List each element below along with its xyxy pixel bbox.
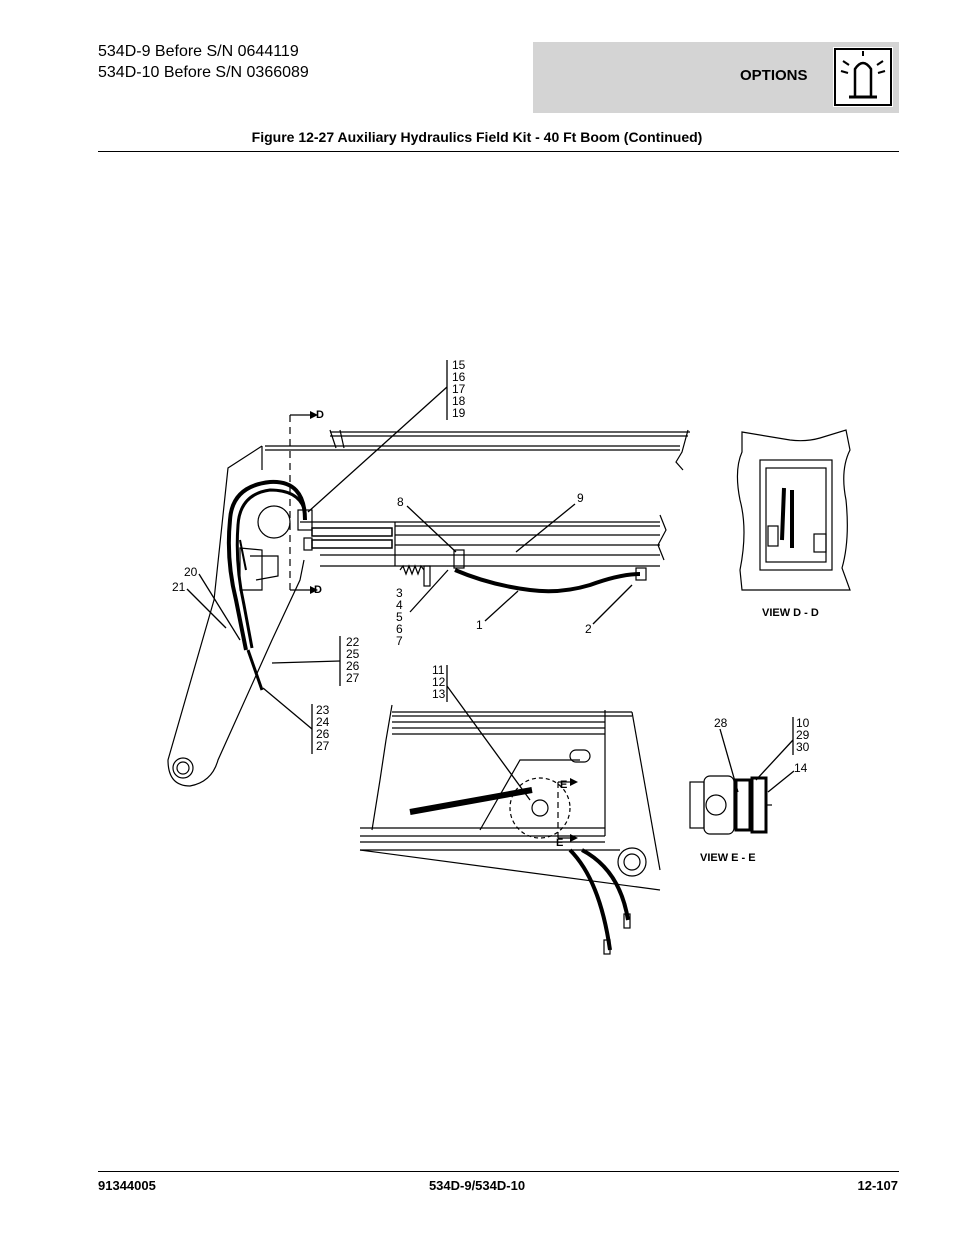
marker-d-top: D: [316, 409, 324, 421]
callout-26b: 26: [316, 727, 330, 741]
callout-26: 26: [346, 659, 360, 673]
callout-13: 13: [432, 687, 446, 701]
callout-14: 14: [794, 761, 808, 775]
callout-30: 30: [796, 740, 810, 754]
arrow-d-bottom: [310, 586, 318, 594]
arrow-e-top: [570, 778, 578, 786]
callout-4: 4: [396, 598, 403, 612]
marker-e-top: E: [560, 779, 567, 791]
callout-29: 29: [796, 728, 810, 742]
footer-rule: [98, 1171, 899, 1172]
callout-27b: 27: [316, 739, 330, 753]
footer-doc-number: 91344005: [98, 1178, 156, 1193]
model-line-1: 534D-9 Before S/N 0644119: [98, 43, 299, 60]
callout-11: 11: [432, 663, 445, 677]
callout-1: 1: [476, 618, 483, 632]
callout-3: 3: [396, 586, 403, 600]
callout-15: 15: [452, 358, 466, 372]
arrow-d-top: [310, 411, 318, 419]
leader-lines: [186, 360, 795, 801]
header-rule: [98, 151, 899, 152]
callout-12: 12: [432, 675, 446, 689]
view-e-e-illustration: [689, 775, 772, 835]
view-d-d-illustration: [736, 429, 851, 591]
callout-6: 6: [396, 622, 403, 636]
footer-model: 534D-9/534D-10: [428, 1178, 526, 1193]
marker-d-bottom: D: [314, 584, 322, 596]
callout-27: 27: [346, 671, 360, 685]
callout-16: 16: [452, 370, 466, 384]
callout-8: 8: [397, 495, 404, 509]
callout-18: 18: [452, 394, 466, 408]
arrow-e-bottom: [570, 834, 578, 842]
callout-28: 28: [714, 716, 728, 730]
callout-7: 7: [396, 634, 403, 648]
callout-22: 22: [346, 635, 360, 649]
figure-title: Figure 12-27 Auxiliary Hydraulics Field …: [251, 129, 703, 145]
upper-boom-illustration: [167, 429, 690, 787]
section-markers: [289, 414, 570, 839]
callout-23: 23: [316, 703, 330, 717]
callout-20: 20: [184, 565, 198, 579]
callout-24: 24: [316, 715, 330, 729]
footer-page-number: 12-107: [857, 1178, 898, 1193]
callout-10: 10: [796, 716, 810, 730]
marker-e-bottom: E: [556, 837, 563, 849]
callout-9: 9: [577, 491, 584, 505]
callout-17: 17: [452, 382, 466, 396]
callout-19: 19: [452, 406, 466, 420]
section-title: OPTIONS: [740, 67, 808, 84]
callout-25: 25: [346, 647, 360, 661]
model-line-2: 534D-10 Before S/N 0366089: [98, 64, 309, 81]
beacon-light-icon: [833, 47, 893, 107]
view-d-d-label: VIEW D - D: [762, 607, 819, 619]
callout-5: 5: [396, 610, 403, 624]
lower-boom-illustration: [359, 704, 661, 955]
callout-2: 2: [585, 622, 592, 636]
callout-21: 21: [172, 580, 186, 594]
view-e-e-label: VIEW E - E: [700, 852, 756, 864]
